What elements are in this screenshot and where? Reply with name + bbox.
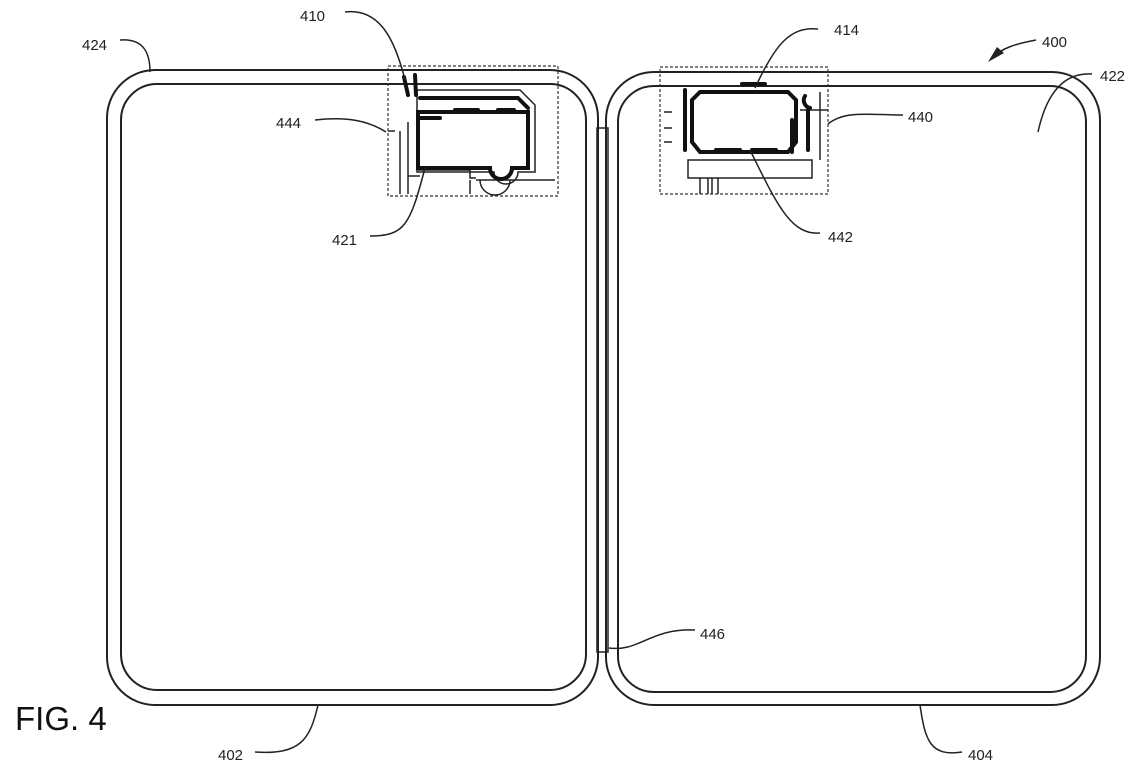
left-device-panel: [106, 69, 599, 706]
label-424: 424: [82, 37, 107, 54]
label-442: 442: [828, 229, 853, 246]
hinge: [596, 127, 609, 653]
right-camera-module: [659, 66, 829, 195]
leader-lines: [119, 11, 1093, 754]
right-device-panel: [605, 71, 1101, 706]
label-414: 414: [834, 22, 859, 39]
label-440: 440: [908, 109, 933, 126]
label-422: 422: [1100, 68, 1125, 85]
figure-title: FIG. 4: [15, 700, 107, 737]
label-446: 446: [700, 626, 725, 643]
left-camera-module: [387, 65, 559, 197]
label-421: 421: [332, 232, 357, 249]
label-444: 444: [276, 115, 301, 132]
label-410: 410: [300, 8, 325, 25]
label-400: 400: [1042, 34, 1067, 51]
label-404: 404: [968, 747, 993, 761]
label-402: 402: [218, 747, 243, 761]
